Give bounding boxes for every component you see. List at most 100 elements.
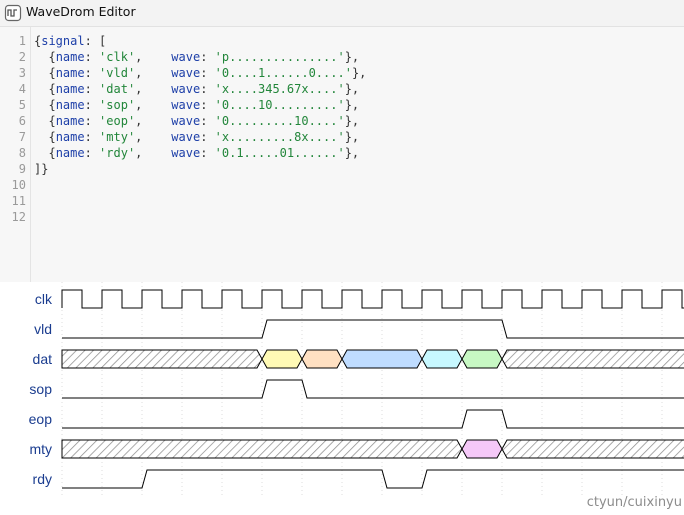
signal-wave	[61, 289, 684, 309]
signal-wave	[62, 379, 684, 399]
signal-label: clk	[35, 291, 53, 307]
code-line: {name: 'rdy', wave: '0.1.....01......'},	[34, 145, 359, 161]
code-token: '0....1......0....'	[214, 66, 352, 80]
line-number: 12	[11, 210, 26, 224]
code-token: 'sop'	[99, 98, 136, 112]
line-number: 7	[18, 130, 26, 144]
code-token: : [	[84, 34, 107, 48]
code-line: ]}	[34, 161, 48, 177]
code-token: {	[34, 34, 42, 48]
unknown-data-segment	[501, 439, 684, 459]
code-token: name	[55, 66, 85, 80]
code-token: :	[84, 82, 100, 96]
code-token: },	[344, 114, 360, 128]
code-token: {	[34, 146, 56, 160]
code-token: name	[55, 50, 85, 64]
code-token: {	[34, 114, 56, 128]
wavedrom-logo-icon	[4, 4, 22, 22]
code-token: },	[344, 146, 360, 160]
code-token: 'p...............'	[214, 50, 345, 64]
digital-path	[62, 469, 684, 489]
data-segment	[421, 349, 463, 369]
code-token: :	[200, 114, 215, 128]
code-token: wave	[171, 50, 201, 64]
code-token: 'clk'	[99, 50, 136, 64]
digital-path	[62, 319, 684, 339]
line-number: 5	[18, 98, 26, 112]
code-token: wave	[171, 146, 201, 160]
code-token: 'rdy'	[99, 146, 136, 160]
clock-path	[61, 289, 684, 309]
signal-wave	[62, 469, 684, 489]
code-token: ,	[135, 50, 172, 64]
code-token: :	[84, 50, 100, 64]
code-token: wave	[171, 98, 201, 112]
code-token: 'mty'	[99, 130, 136, 144]
code-token: :	[200, 146, 215, 160]
code-token: },	[344, 130, 360, 144]
line-number: 6	[18, 114, 26, 128]
code-token: :	[200, 98, 215, 112]
code-token: 'dat'	[99, 82, 136, 96]
code-line: {name: 'sop', wave: '0....10.........'},	[34, 97, 359, 113]
code-token: :	[84, 114, 100, 128]
code-token: 'x.........8x....'	[214, 130, 345, 144]
line-number: 8	[18, 146, 26, 160]
code-token: wave	[171, 130, 201, 144]
code-line: {name: 'vld', wave: '0....1......0....'}…	[34, 65, 366, 81]
window-title: WaveDrom Editor	[26, 4, 136, 19]
code-token: :	[84, 66, 100, 80]
code-token: '0.........10....'	[214, 114, 345, 128]
code-line: {name: 'clk', wave: 'p...............'},	[34, 49, 359, 65]
title-bar: WaveDrom Editor	[0, 0, 684, 27]
signal-wave	[61, 349, 684, 369]
code-line: {name: 'eop', wave: '0.........10....'},	[34, 113, 359, 129]
code-token: name	[55, 98, 85, 112]
code-token: :	[200, 50, 215, 64]
code-token: name	[55, 114, 85, 128]
code-token: ,	[135, 82, 172, 96]
unknown-data-segment	[61, 349, 263, 369]
data-segment	[301, 349, 343, 369]
code-line: {name: 'mty', wave: 'x.........8x....'},	[34, 129, 359, 145]
signal-wave	[61, 439, 684, 459]
code-token: ,	[135, 98, 172, 112]
signal-label: eop	[29, 411, 53, 427]
signal-label: mty	[29, 441, 52, 457]
line-number: 4	[18, 82, 26, 96]
code-token: },	[344, 98, 360, 112]
code-token: :	[200, 82, 215, 96]
unknown-data-segment	[501, 349, 684, 369]
code-token: '0.1.....01......'	[214, 146, 345, 160]
digital-path	[62, 379, 684, 399]
code-token: wave	[171, 114, 201, 128]
digital-path	[62, 409, 684, 429]
code-token: },	[344, 82, 360, 96]
code-token: 'vld'	[99, 66, 136, 80]
line-number: 11	[11, 194, 26, 208]
code-token: wave	[171, 66, 201, 80]
code-token: ,	[135, 146, 172, 160]
signal-label: dat	[33, 351, 53, 367]
code-token: {	[34, 98, 56, 112]
line-number: 10	[11, 178, 26, 192]
code-token: :	[84, 130, 100, 144]
code-token: ,	[135, 66, 172, 80]
signal-wave	[62, 409, 684, 429]
code-token: signal	[41, 34, 85, 48]
code-token: :	[200, 66, 215, 80]
code-token: {	[34, 130, 56, 144]
data-segment	[461, 349, 503, 369]
line-number: 9	[18, 162, 26, 176]
code-token: ]}	[34, 162, 49, 176]
code-token: name	[55, 82, 85, 96]
code-token: name	[55, 146, 85, 160]
code-token: ,	[135, 114, 172, 128]
code-token: {	[34, 66, 56, 80]
signal-label: vld	[34, 321, 52, 337]
code-token: },	[351, 66, 367, 80]
code-token: {	[34, 50, 56, 64]
